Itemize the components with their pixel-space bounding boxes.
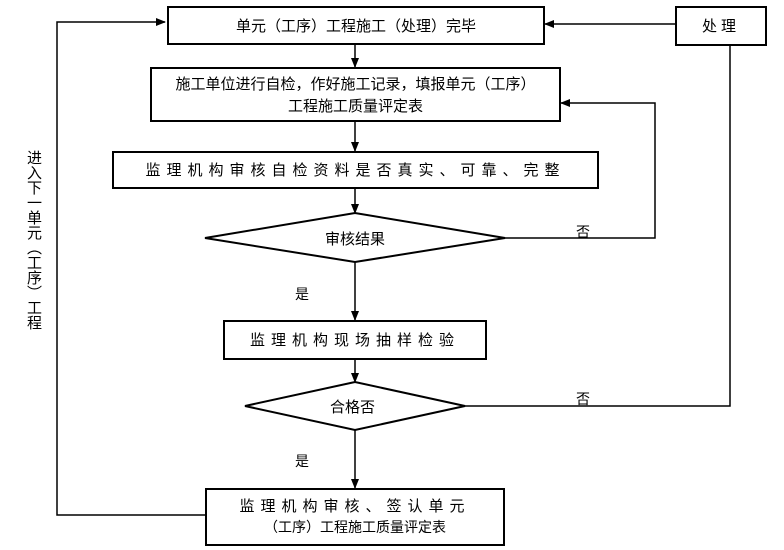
qualified-no-label: 否 [576, 392, 590, 408]
final-line2: （工序）工程施工质量评定表 [264, 520, 446, 536]
sampling-box: 监理机构现场抽样检验 [223, 320, 487, 360]
sampling-text: 监理机构现场抽样检验 [249, 331, 460, 349]
review-materials-box: 监理机构审核自检资料是否真实、可靠、完整 [112, 151, 599, 189]
review-no-label: 否 [576, 225, 590, 241]
step-complete-text: 单元（工序）工程施工（处理）完毕 [235, 16, 476, 35]
step-complete-box: 单元（工序）工程施工（处理）完毕 [167, 6, 545, 45]
arrow-next-unit-loop [56, 18, 205, 516]
qualified-yes-label: 是 [295, 454, 309, 470]
qualified-text: 合格否 [330, 398, 376, 416]
self-check-line2: 工程施工质量评定表 [287, 96, 423, 115]
final-sign-box: 监理机构审核、签认单元 （工序）工程施工质量评定表 [205, 488, 505, 546]
next-unit-label: 进入下一单元（工序）工程 [25, 150, 43, 330]
review-result-text: 审核结果 [325, 230, 386, 248]
decision-qualified [244, 380, 466, 432]
self-check-line1: 施工单位进行自检，作好施工记录，填报单元（工序） [175, 74, 536, 93]
review-yes-label: 是 [295, 287, 309, 303]
self-check-box: 施工单位进行自检，作好施工记录，填报单元（工序） 工程施工质量评定表 [150, 67, 561, 122]
arrow-qualified-no-to-handle [465, 46, 731, 407]
final-line1: 监理机构审核、签认单元 [239, 497, 471, 515]
handle-box: 处理 [675, 6, 767, 46]
arrow-result-no-loop [505, 99, 656, 239]
decision-review-result [204, 211, 506, 264]
handle-text: 处理 [701, 17, 740, 35]
review-materials-text: 监理机构审核自检资料是否真实、可靠、完整 [145, 161, 566, 179]
